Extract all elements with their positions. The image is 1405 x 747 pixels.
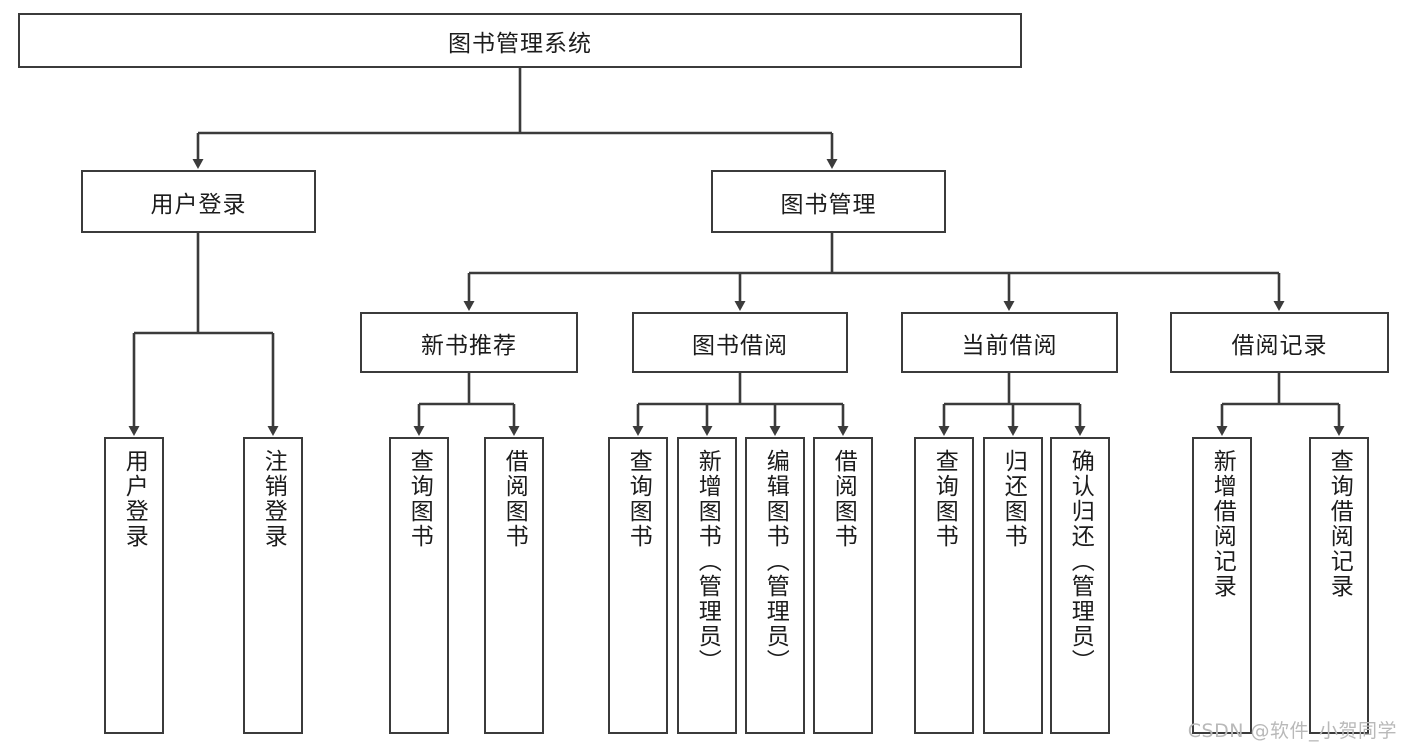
node-label: 图书管理系统 — [448, 30, 592, 57]
node-user-login[interactable]: 用户登录 — [81, 170, 316, 233]
leaf-borrow-record-add[interactable]: 新增借阅记录 — [1192, 437, 1252, 734]
leaf-book-borrow-borrow[interactable]: 借阅图书 — [813, 437, 873, 734]
node-label: 确认归还（管理员） — [1067, 449, 1094, 674]
leaf-current-borrow-return[interactable]: 归还图书 — [983, 437, 1043, 734]
node-book-borrow[interactable]: 图书借阅 — [632, 312, 848, 373]
csdn-watermark: CSDN @软件_小贺同学 — [1187, 720, 1397, 742]
node-root-system[interactable]: 图书管理系统 — [18, 13, 1022, 68]
node-label: 新书推荐 — [421, 332, 517, 359]
node-label: 图书管理 — [780, 191, 877, 218]
node-borrow-record[interactable]: 借阅记录 — [1170, 312, 1389, 373]
leaf-book-borrow-add[interactable]: 新增图书（管理员） — [677, 437, 737, 734]
node-label: 新增图书（管理员） — [694, 449, 721, 674]
node-book-management[interactable]: 图书管理 — [711, 170, 946, 233]
node-label: 借阅记录 — [1231, 332, 1328, 359]
node-label: 查询图书 — [625, 449, 652, 549]
leaf-user-login-logout[interactable]: 注销登录 — [243, 437, 303, 734]
node-new-book-recommend[interactable]: 新书推荐 — [360, 312, 578, 373]
node-label: 借阅图书 — [830, 449, 857, 549]
leaf-new-book-borrow[interactable]: 借阅图书 — [484, 437, 544, 734]
node-label: 查询图书 — [406, 449, 433, 549]
node-label: 图书借阅 — [692, 332, 788, 359]
node-current-borrow[interactable]: 当前借阅 — [901, 312, 1118, 373]
leaf-user-login-login[interactable]: 用户登录 — [104, 437, 164, 734]
node-label: 编辑图书（管理员） — [762, 449, 789, 674]
leaf-book-borrow-edit[interactable]: 编辑图书（管理员） — [745, 437, 805, 734]
leaf-borrow-record-query[interactable]: 查询借阅记录 — [1309, 437, 1369, 734]
node-label: 注销登录 — [260, 449, 287, 549]
leaf-book-borrow-query[interactable]: 查询图书 — [608, 437, 668, 734]
node-label: 新增借阅记录 — [1209, 449, 1236, 599]
node-label: 当前借阅 — [961, 332, 1058, 359]
leaf-current-borrow-query[interactable]: 查询图书 — [914, 437, 974, 734]
node-label: 用户登录 — [150, 191, 247, 218]
node-label: 用户登录 — [121, 449, 148, 549]
leaf-new-book-query[interactable]: 查询图书 — [389, 437, 449, 734]
node-label: 查询借阅记录 — [1326, 449, 1353, 599]
leaf-current-borrow-confirm-return[interactable]: 确认归还（管理员） — [1050, 437, 1110, 734]
node-label: 借阅图书 — [501, 449, 528, 549]
node-label: 查询图书 — [931, 449, 958, 549]
node-label: 归还图书 — [1000, 449, 1027, 549]
